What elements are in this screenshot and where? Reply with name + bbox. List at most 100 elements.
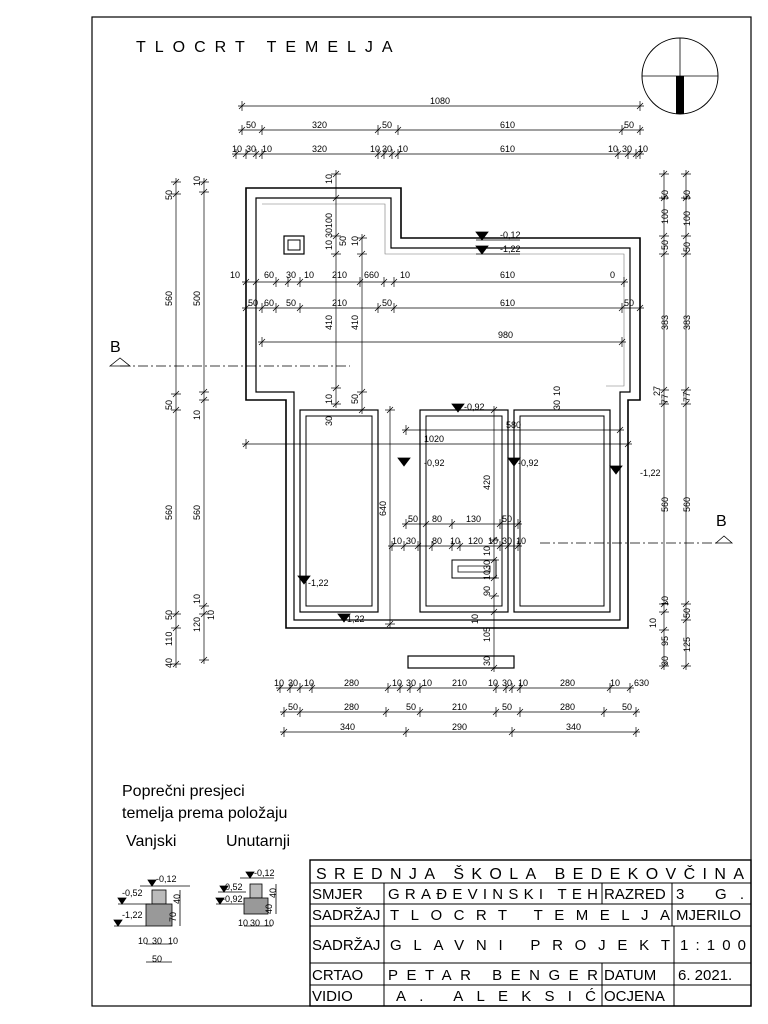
svg-text:30: 30 xyxy=(324,228,334,238)
svg-text:50: 50 xyxy=(382,298,392,308)
svg-text:-0,92: -0,92 xyxy=(464,402,485,412)
svg-text:10: 10 xyxy=(350,236,360,246)
svg-text:DATUM: DATUM xyxy=(604,967,656,984)
svg-text:27: 27 xyxy=(652,386,662,396)
svg-text:50: 50 xyxy=(682,190,692,200)
svg-text:10: 10 xyxy=(206,610,216,620)
svg-text:10: 10 xyxy=(660,596,670,606)
svg-text:50: 50 xyxy=(164,400,174,410)
svg-text:30: 30 xyxy=(382,144,392,154)
svg-text:Vanjski: Vanjski xyxy=(126,833,176,850)
svg-text:77: 77 xyxy=(660,394,670,404)
svg-text:110: 110 xyxy=(164,632,174,646)
svg-text:10: 10 xyxy=(516,536,526,546)
svg-text:Unutarnji: Unutarnji xyxy=(226,833,290,850)
svg-text:50: 50 xyxy=(682,242,692,252)
svg-text:10: 10 xyxy=(470,614,480,624)
svg-text:40: 40 xyxy=(264,904,274,914)
svg-text:10: 10 xyxy=(450,536,460,546)
inner-section-detail xyxy=(215,871,277,927)
svg-text:30: 30 xyxy=(482,560,492,570)
svg-text:10: 10 xyxy=(398,144,408,154)
cross-sections-block: Poprečni presjeci temelja prema položaju… xyxy=(122,783,290,850)
svg-text:610: 610 xyxy=(500,120,515,130)
svg-text:-0,52: -0,52 xyxy=(122,888,143,898)
svg-text:410: 410 xyxy=(324,315,334,330)
svg-text:280: 280 xyxy=(560,678,575,688)
svg-text:560: 560 xyxy=(682,497,692,512)
svg-text:1080: 1080 xyxy=(430,96,450,106)
sheet-frame xyxy=(91,16,752,1007)
svg-text:30: 30 xyxy=(660,656,670,666)
svg-text:130: 130 xyxy=(466,514,481,524)
svg-text:6. 2021.: 6. 2021. xyxy=(678,967,732,984)
svg-text:125: 125 xyxy=(682,637,692,652)
svg-text:10: 10 xyxy=(230,270,240,280)
title-block-text: SREDNJA ŠKOLA BEDEKOVČINA SMJER GRAĐEVIN… xyxy=(312,864,746,1005)
svg-text:30: 30 xyxy=(324,416,334,426)
svg-text:95: 95 xyxy=(660,636,670,646)
inner-vertical-dimensions: 10 100 50 10 30 10 410 410 50 640 420 10… xyxy=(324,174,562,666)
svg-text:10: 10 xyxy=(232,144,242,154)
svg-text:-0,92: -0,92 xyxy=(518,458,539,468)
svg-text:30: 30 xyxy=(246,144,256,154)
svg-text:50: 50 xyxy=(288,702,298,712)
svg-text:383: 383 xyxy=(660,315,670,330)
svg-text:640: 640 xyxy=(378,501,388,516)
svg-text:10: 10 xyxy=(304,678,314,688)
svg-text:50: 50 xyxy=(682,608,692,618)
svg-text:-0,12: -0,12 xyxy=(254,868,275,878)
svg-text:50: 50 xyxy=(624,120,634,130)
svg-text:50: 50 xyxy=(246,120,256,130)
svg-text:560: 560 xyxy=(164,291,174,306)
svg-text:210: 210 xyxy=(332,270,347,280)
svg-text:320: 320 xyxy=(312,120,327,130)
svg-text:50: 50 xyxy=(502,514,512,524)
svg-text:10: 10 xyxy=(264,918,274,928)
sheet-title: TLOCRT TEMELJA xyxy=(136,39,402,56)
svg-text:40: 40 xyxy=(268,888,278,898)
svg-text:10: 10 xyxy=(324,240,334,250)
svg-text:340: 340 xyxy=(340,722,355,732)
svg-text:410: 410 xyxy=(350,315,360,330)
svg-text:CRTAO: CRTAO xyxy=(312,967,363,984)
svg-text:-1,22: -1,22 xyxy=(308,578,329,588)
svg-text:A. ALEKSIĆ: A. ALEKSIĆ xyxy=(396,988,596,1005)
svg-text:40: 40 xyxy=(164,658,174,668)
svg-text:30: 30 xyxy=(406,536,416,546)
svg-text:610: 610 xyxy=(500,298,515,308)
svg-text:10: 10 xyxy=(138,936,148,946)
svg-text:40: 40 xyxy=(172,894,182,904)
svg-text:VIDIO: VIDIO xyxy=(312,988,353,1005)
svg-text:10: 10 xyxy=(488,536,498,546)
svg-text:80: 80 xyxy=(432,536,442,546)
svg-text:30: 30 xyxy=(622,144,632,154)
svg-text:-1,22: -1,22 xyxy=(344,614,365,624)
svg-text:50: 50 xyxy=(622,702,632,712)
bottom-dimensions: 10 30 10 280 10 30 10 210 10 30 10 280 1… xyxy=(274,678,649,732)
svg-text:10: 10 xyxy=(610,678,620,688)
svg-text:500: 500 xyxy=(192,291,202,306)
svg-text:10: 10 xyxy=(192,594,202,604)
svg-text:10: 10 xyxy=(192,410,202,420)
svg-text:980: 980 xyxy=(498,330,513,340)
svg-text:10: 10 xyxy=(238,918,248,928)
svg-text:100: 100 xyxy=(324,213,334,228)
svg-text:90: 90 xyxy=(482,586,492,596)
svg-text:120: 120 xyxy=(468,536,483,546)
svg-text:-1,22: -1,22 xyxy=(122,910,143,920)
svg-text:660: 660 xyxy=(364,270,379,280)
left-dimensions: 50 560 50 560 50 110 40 10 500 10 560 10… xyxy=(164,176,216,668)
svg-text:10: 10 xyxy=(488,678,498,688)
svg-text:70: 70 xyxy=(168,912,178,922)
svg-text:RAZRED: RAZRED xyxy=(604,886,666,903)
svg-text:50: 50 xyxy=(408,514,418,524)
svg-text:60: 60 xyxy=(264,298,274,308)
svg-text:50: 50 xyxy=(338,236,348,246)
svg-text:10: 10 xyxy=(274,678,284,688)
svg-text:50: 50 xyxy=(350,394,360,404)
svg-text:30: 30 xyxy=(502,536,512,546)
svg-text:3 G.: 3 G. xyxy=(676,886,744,903)
svg-text:-0,92: -0,92 xyxy=(424,458,445,468)
